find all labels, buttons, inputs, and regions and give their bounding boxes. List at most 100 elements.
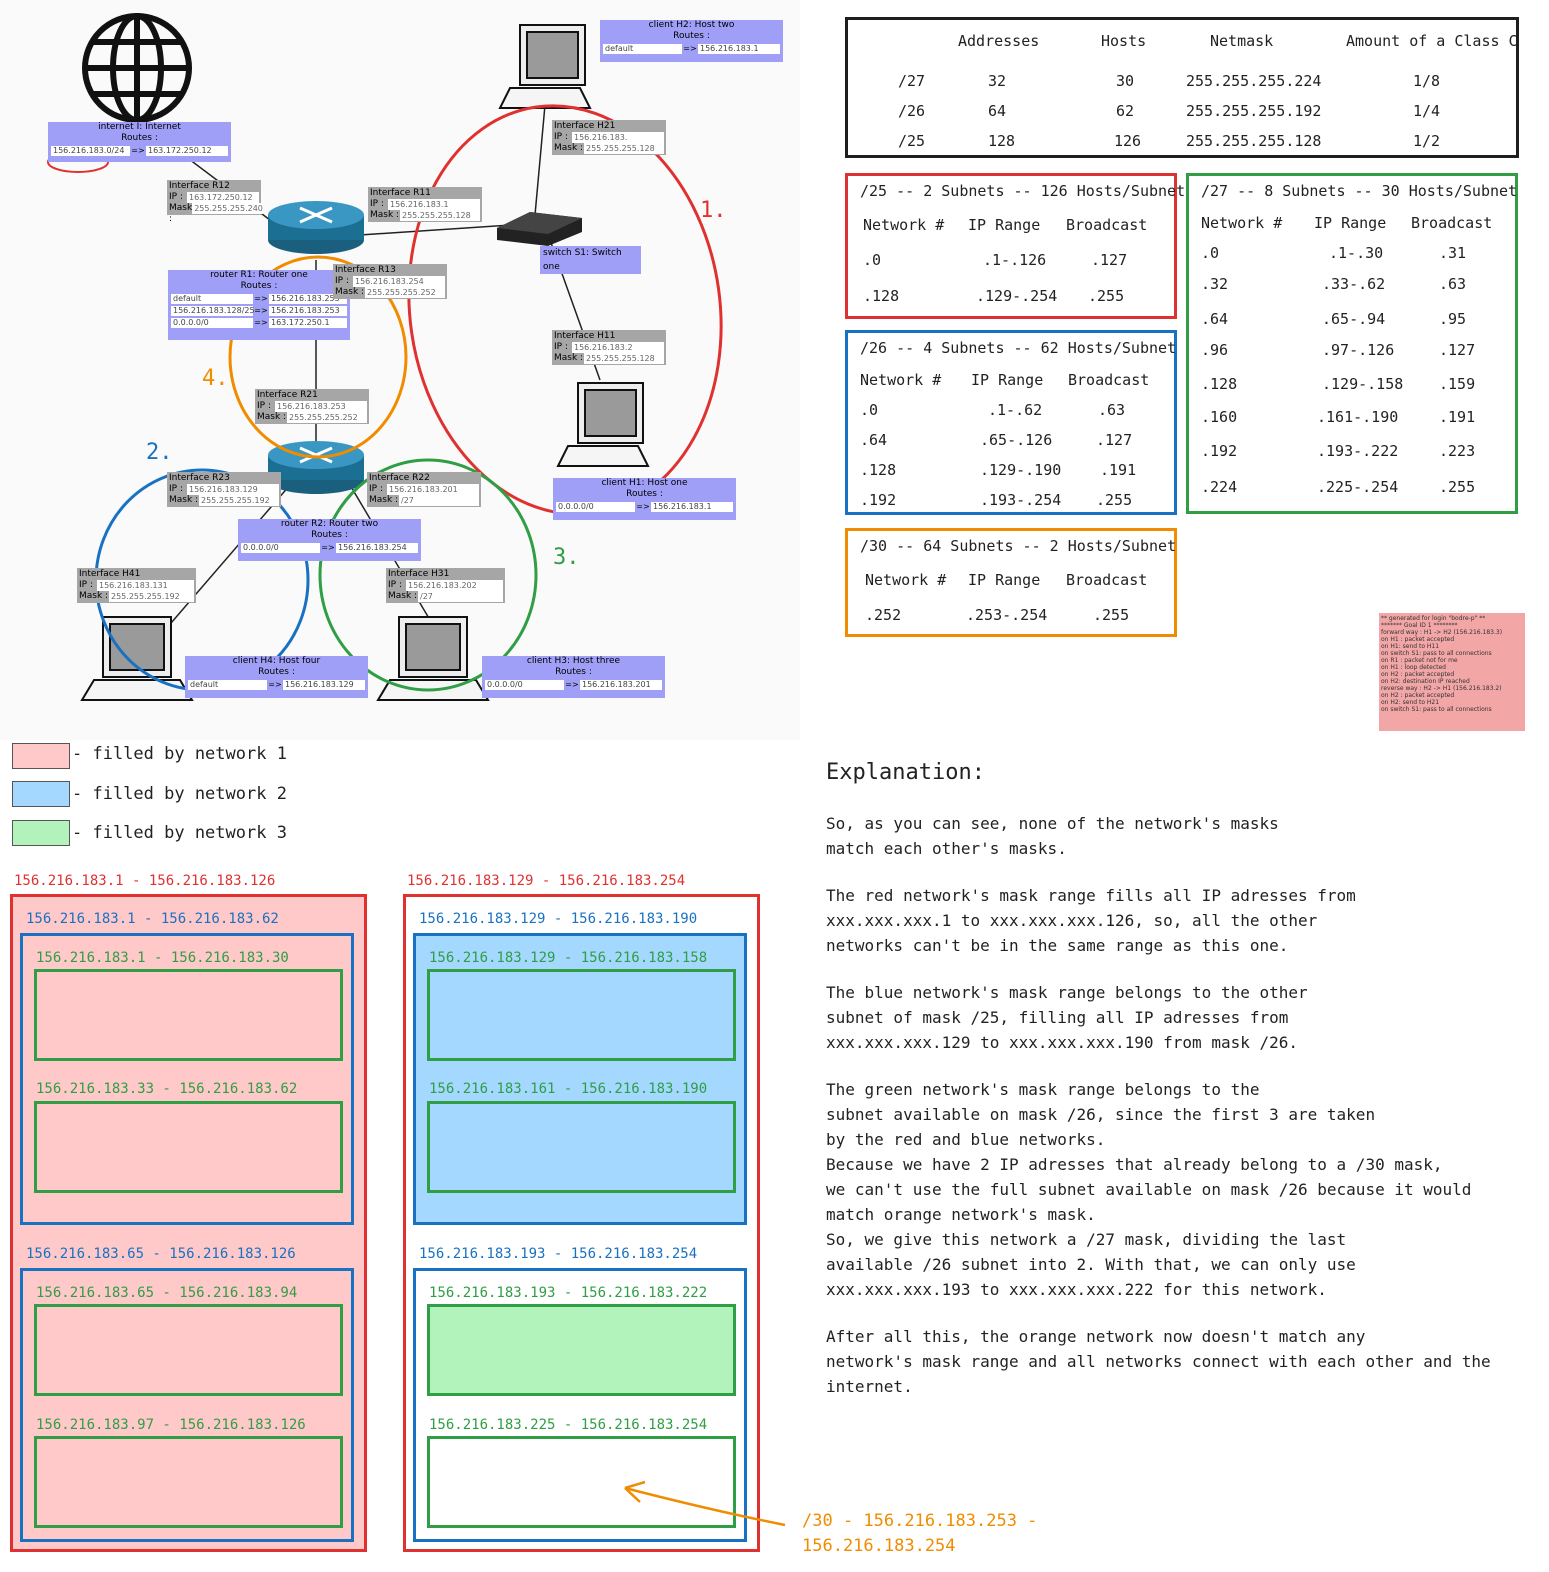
col-header: Netmask (1210, 32, 1274, 50)
table-cell: .0 (863, 251, 882, 269)
col-header: Amount of a Class C (1346, 32, 1518, 50)
table-cell: .159 (1439, 375, 1476, 393)
range-label: 156.216.183.33 - 156.216.183.62 (36, 1081, 298, 1097)
network-3-block (427, 1304, 736, 1396)
interface-r13: Interface R13 IP :156.216.183.254 Mask :… (333, 264, 447, 299)
route-dest-field[interactable]: 156.216.183.128/25 (171, 305, 255, 316)
table-cell: .193-.222 (1317, 442, 1399, 460)
ip-field[interactable]: 156.216.183.2 (572, 342, 664, 353)
h1-routes-panel: client H1: Host one Routes : 0.0.0.0/0=>… (553, 478, 736, 520)
mask-field[interactable]: 255.255.255.192 (109, 591, 194, 602)
arrow-icon (624, 1480, 786, 1527)
route-via-field[interactable]: 156.216.183.253 (269, 305, 347, 316)
col-header: Broadcast (1068, 371, 1150, 389)
route-via-field[interactable]: 163.172.250.1 (269, 317, 347, 328)
ip-label: IP : (169, 484, 183, 494)
mask-field[interactable]: 255.255.255.128 (584, 143, 664, 154)
mask-field[interactable]: /27 (399, 495, 479, 506)
route-dest-field[interactable]: 0.0.0.0/0 (241, 542, 320, 553)
col-header: IP Range (971, 371, 1044, 389)
legend-swatch-network-3 (12, 820, 70, 846)
table-cell: .128 (863, 287, 900, 305)
routes-label: Routes : (311, 530, 348, 540)
mask-field[interactable]: 255.255.255.128 (584, 353, 664, 364)
route-dest-field[interactable]: 0.0.0.0/0 (171, 317, 253, 328)
routes-label: Routes : (121, 133, 158, 143)
subnet-block (20, 1268, 354, 1542)
iface-name: Interface H31 (388, 569, 450, 579)
table-cell: 62 (1116, 102, 1135, 120)
ip-field[interactable]: 156.216.183.131 (97, 580, 194, 591)
ip-field[interactable]: 156.216.183.253 (275, 401, 367, 412)
table-cell: .1-.62 (988, 401, 1043, 419)
diagram-links (47, 13, 723, 701)
simulation-log-panel[interactable]: ** generated for login "bodre-p" ** ****… (1379, 613, 1525, 731)
table-cell: .193-.254 (980, 491, 1062, 509)
mask-field[interactable]: /27 (418, 591, 503, 602)
route-via-field[interactable]: 156.216.183.129 (283, 679, 365, 690)
ip-label: IP : (169, 192, 183, 202)
mask-label: Mask : (169, 495, 199, 505)
route-dest-field[interactable]: 0.0.0.0/0 (556, 501, 635, 512)
legend-text: - filled by network 3 (72, 823, 287, 843)
ip-field[interactable]: 156.216.183.202 (406, 580, 503, 591)
ip-field[interactable]: 156.216.183.129 (187, 484, 279, 495)
route-dest-field[interactable]: default (188, 679, 267, 690)
table-cell: .1-.126 (983, 251, 1047, 269)
network-block (403, 894, 760, 1552)
range-label: 156.216.183.129 - 156.216.183.254 (407, 873, 686, 889)
ip-field[interactable]: 156.216.183.1 (388, 199, 480, 210)
mask-label: Mask : (257, 412, 287, 422)
interface-h21: Interface H21 IP :156.216.183. Mask :255… (552, 120, 666, 155)
subnet-table-30: /30 -- 64 Subnets -- 2 Hosts/Subnet Netw… (845, 528, 1177, 637)
internet-globe-icon (82, 13, 192, 123)
route-via-field[interactable]: 156.216.183.253 (269, 293, 347, 304)
mask-field[interactable]: 255.255.255.252 (287, 412, 367, 423)
circle-label-1: 1. (700, 198, 727, 223)
ip-field[interactable]: 156.216.183.201 (387, 484, 479, 495)
route-via-field[interactable]: 156.216.183.1 (651, 501, 733, 512)
table-cell: .252 (865, 606, 902, 624)
routes-label: Routes : (626, 489, 663, 499)
subnet-block (34, 969, 343, 1061)
route-dest-field[interactable]: default (603, 43, 682, 54)
route-via-field[interactable]: 156.216.183.1 (698, 43, 780, 54)
h1-title: client H1: Host one (601, 478, 688, 488)
iface-name: Interface R22 (369, 473, 430, 483)
table-cell: .191 (1100, 461, 1137, 479)
route-via-field[interactable]: 156.216.183.201 (580, 679, 662, 690)
mask-field[interactable]: 255.255.255.252 (365, 287, 445, 298)
route-via-field[interactable]: 163.172.250.12 (146, 145, 228, 156)
table-cell: .191 (1439, 408, 1476, 426)
log-line: ** generated for login "bodre-p" ** (1381, 615, 1486, 622)
range-label: 156.216.183.193 - 156.216.183.222 (429, 1285, 708, 1301)
table-cell: .129-.190 (980, 461, 1062, 479)
mask-field[interactable]: 255.255.255.128 (400, 210, 480, 221)
subnet-table-26: /26 -- 4 Subnets -- 62 Hosts/Subnet Netw… (845, 330, 1177, 515)
circle-label-2: 2. (146, 440, 173, 465)
route-dest-field[interactable]: 156.216.183.0/24 (51, 145, 130, 156)
mask-label: Mask : (370, 210, 400, 220)
h4-title: client H4: Host four (232, 656, 321, 666)
ip-field[interactable]: 156.216.183. (572, 132, 664, 143)
table-cell: .255 (1088, 287, 1125, 305)
mask-field[interactable]: 255.255.255.192 (199, 495, 279, 506)
table-cell: 1/4 (1413, 102, 1441, 120)
route-dest-field[interactable]: default (171, 293, 253, 304)
col-header: Network # (863, 216, 945, 234)
route-via-field[interactable]: 156.216.183.254 (336, 542, 418, 553)
log-line: on H2: destination IP reached (1381, 678, 1470, 685)
r1-routes-panel: router R1: Router one Routes : default=>… (168, 270, 350, 340)
explanation-paragraph: The green network's mask range belongs t… (826, 1080, 1472, 1299)
log-line: on H1 : packet accepted (1381, 636, 1455, 643)
interface-h41: Interface H41 IP :156.216.183.131 Mask :… (77, 568, 196, 603)
ip-field[interactable]: 163.172.250.12 (187, 192, 259, 203)
table-title: /27 -- 8 Subnets -- 30 Hosts/Subnet (1201, 182, 1518, 200)
ip-field[interactable]: 156.216.183.254 (353, 276, 445, 287)
interface-r21: Interface R21 IP :156.216.183.253 Mask :… (255, 389, 369, 424)
mask-field[interactable]: 255.255.255.240 (192, 203, 263, 214)
col-header: IP Range (968, 216, 1041, 234)
mask-label: Mask : (335, 287, 365, 297)
subnet-table-27: /27 -- 8 Subnets -- 30 Hosts/Subnet Netw… (1186, 173, 1518, 514)
route-dest-field[interactable]: 0.0.0.0/0 (485, 679, 564, 690)
